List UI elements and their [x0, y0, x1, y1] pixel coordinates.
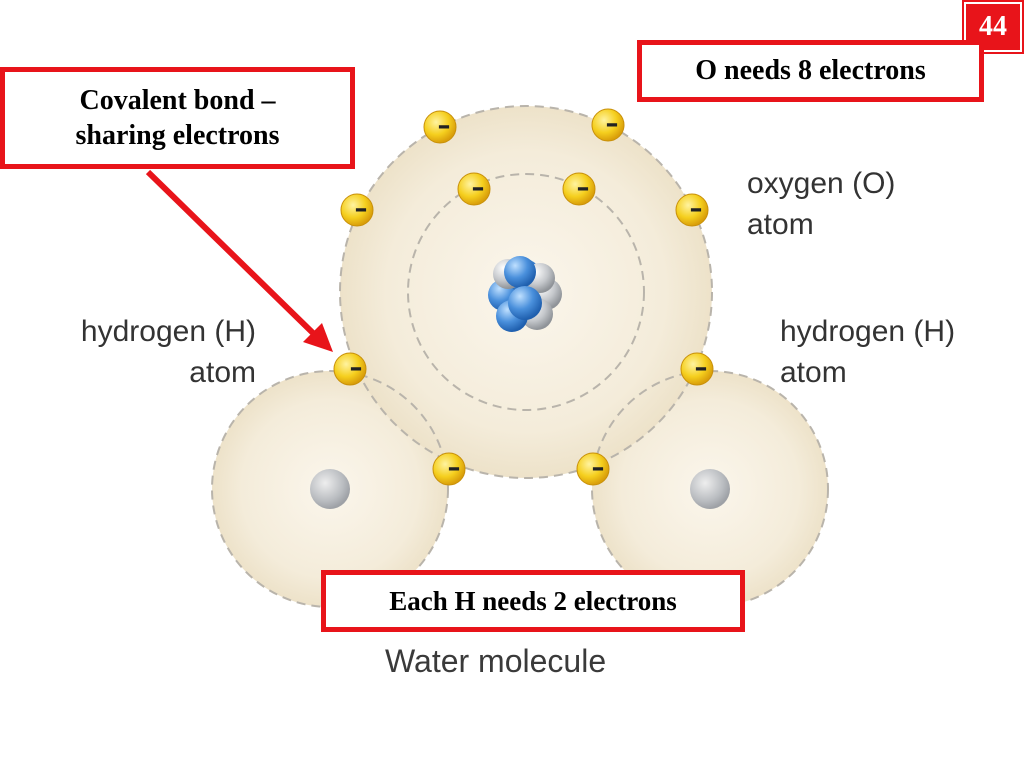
electron-minus-sign: –	[355, 194, 368, 224]
electron-shared-right-upper: –	[680, 352, 714, 386]
electron-minus-sign: –	[577, 173, 590, 203]
electron-shared-right-lower: –	[576, 452, 610, 486]
diagram-title: Water molecule	[385, 643, 607, 679]
covalent-bond-line2: sharing electrons	[75, 120, 280, 151]
electron-minus-sign: –	[592, 453, 605, 483]
hydrogen-left-label: hydrogen (H) atom	[34, 312, 256, 393]
electron-oxygen-inner-1: –	[457, 172, 491, 206]
electron-minus-sign: –	[606, 109, 619, 139]
oxygen-needs-callout: O needs 8 electrons	[637, 40, 984, 102]
electron-oxygen-outer-4: –	[675, 193, 709, 227]
electron-shared-left-lower: –	[432, 452, 466, 486]
hydrogen-needs-callout: Each H needs 2 electrons	[321, 570, 745, 632]
hydrogen-right-label-line2: atom	[780, 355, 847, 389]
electron-minus-sign: –	[695, 353, 708, 383]
oxygen-needs-text: O needs 8 electrons	[695, 55, 926, 86]
hydrogen-left-nucleus	[310, 469, 350, 509]
hydrogen-right-label: hydrogen (H) atom	[780, 312, 955, 393]
electron-shared-left-upper: –	[333, 352, 367, 386]
electron-oxygen-outer-1: –	[423, 110, 457, 144]
oxygen-label-line1: oxygen (O)	[747, 167, 896, 200]
hydrogen-right-nucleus	[690, 469, 730, 509]
electrons: – – – – – – – –	[333, 108, 714, 486]
electron-oxygen-outer-3: –	[340, 193, 374, 227]
electron-oxygen-outer-2: –	[591, 108, 625, 142]
oxygen-outer-orbit	[339, 105, 713, 479]
covalent-bond-callout: Covalent bond – sharing electrons	[0, 67, 355, 169]
hydrogen-left-label-line1: hydrogen (H)	[80, 315, 256, 348]
electron-minus-sign: –	[438, 111, 451, 141]
hydrogen-needs-text: Each H needs 2 electrons	[389, 585, 677, 616]
oxygen-inner-orbit	[407, 173, 645, 411]
oxygen-atom-label: oxygen (O) atom	[747, 164, 895, 245]
oxygen-nucleus	[488, 256, 562, 332]
atom-discs	[212, 106, 828, 607]
covalent-bond-line1: Covalent bond –	[79, 85, 276, 116]
electron-minus-sign: –	[690, 194, 703, 224]
hydrogen-left-label-line2: atom	[189, 355, 256, 389]
electron-oxygen-inner-2: –	[562, 172, 596, 206]
pointer-arrow	[145, 169, 333, 352]
electron-minus-sign: –	[350, 353, 363, 383]
oxygen-label-line2: atom	[747, 207, 814, 241]
hydrogen-right-label-line1: hydrogen (H)	[780, 315, 956, 348]
electron-minus-sign: –	[448, 453, 461, 483]
electron-minus-sign: –	[472, 173, 485, 203]
